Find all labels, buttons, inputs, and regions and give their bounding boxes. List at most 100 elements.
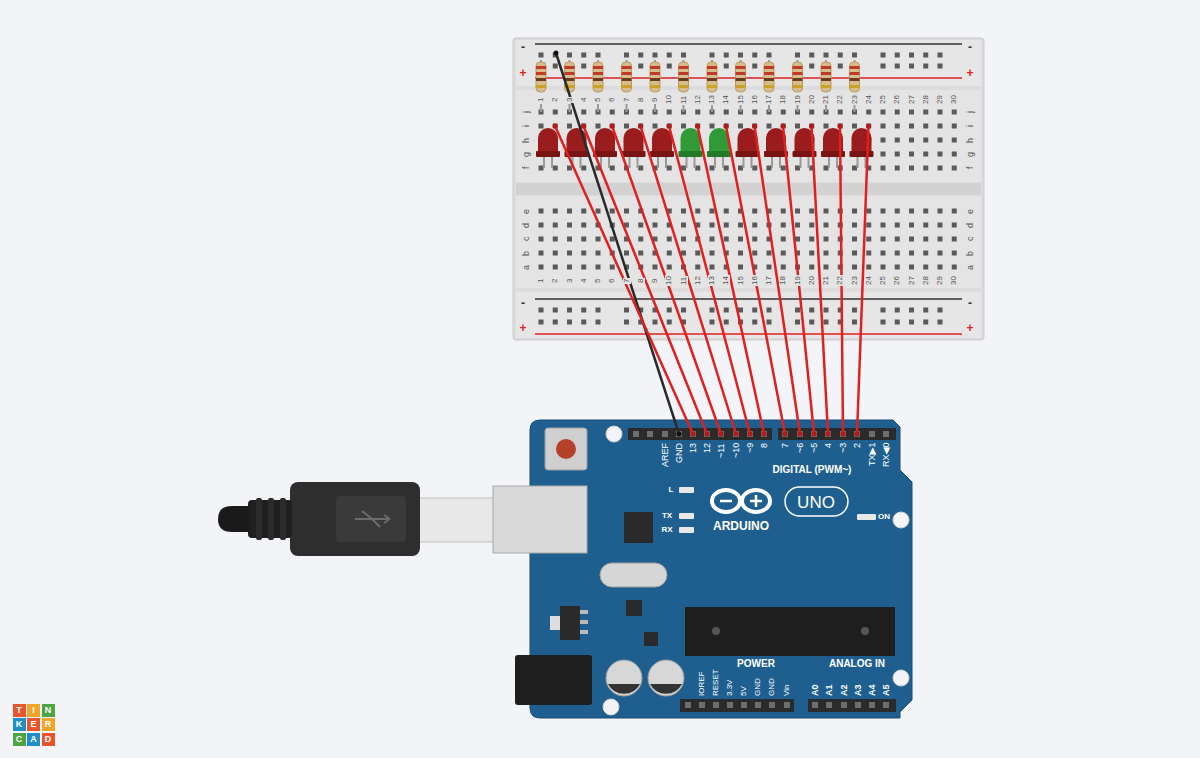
breadboard-hole bbox=[866, 209, 871, 214]
breadboard-holes bbox=[539, 53, 957, 325]
logo-letter: A bbox=[27, 733, 40, 746]
wire-end bbox=[748, 432, 753, 437]
column-number: 3 bbox=[566, 97, 574, 103]
breadboard-hole bbox=[638, 166, 643, 171]
rail-hole bbox=[752, 64, 757, 69]
rail-hole bbox=[838, 53, 843, 58]
led-leg bbox=[657, 156, 659, 168]
column-number: 28 bbox=[922, 276, 930, 287]
logo-letter: C bbox=[13, 733, 26, 746]
column-number: 9 bbox=[651, 97, 659, 103]
column-number: 22 bbox=[836, 276, 844, 287]
breadboard-hole bbox=[866, 124, 871, 129]
breadboard-hole bbox=[866, 237, 871, 242]
pin-label: ~11 bbox=[717, 443, 726, 458]
breadboard-hole bbox=[752, 223, 757, 228]
row-letter: d bbox=[522, 222, 531, 227]
pin-label: ~6 bbox=[796, 443, 805, 453]
column-number: 10 bbox=[665, 95, 673, 106]
column-number: 25 bbox=[879, 95, 887, 106]
column-number: 5 bbox=[594, 278, 602, 284]
breadboard-hole bbox=[824, 223, 829, 228]
resistor-band bbox=[622, 78, 632, 81]
rail-hole bbox=[624, 53, 629, 58]
breadboard-hole bbox=[923, 251, 928, 256]
breadboard-hole bbox=[695, 124, 700, 129]
column-number: 8 bbox=[637, 97, 645, 103]
breadboard-hole bbox=[752, 209, 757, 214]
header-pin bbox=[633, 431, 639, 437]
logo-letter: D bbox=[42, 733, 55, 746]
breadboard-hole bbox=[909, 209, 914, 214]
header-title: DIGITAL (PWM~) bbox=[773, 465, 852, 475]
resistor-band bbox=[793, 72, 803, 75]
column-number: 21 bbox=[822, 276, 830, 287]
breadboard-hole bbox=[653, 223, 658, 228]
breadboard-hole bbox=[824, 124, 829, 129]
breadboard-hole bbox=[923, 223, 928, 228]
led-leg bbox=[543, 156, 545, 168]
resistor-band bbox=[593, 72, 603, 75]
logo-letter: N bbox=[42, 704, 55, 717]
breadboard-hole bbox=[724, 223, 729, 228]
resistor-band bbox=[593, 66, 603, 69]
rail-hole bbox=[809, 64, 814, 69]
breadboard-hole bbox=[553, 166, 558, 171]
breadboard-hole bbox=[539, 209, 544, 214]
resistor-band bbox=[764, 66, 774, 69]
breadboard-hole bbox=[567, 166, 572, 171]
logo-letter: T bbox=[13, 704, 26, 717]
breadboard-hole bbox=[724, 209, 729, 214]
breadboard-hole bbox=[795, 209, 800, 214]
breadboard-hole bbox=[638, 110, 643, 115]
arduino-logo-signs bbox=[720, 495, 762, 507]
breadboard-hole bbox=[638, 124, 643, 129]
breadboard-hole bbox=[553, 209, 558, 214]
column-number: 14 bbox=[722, 276, 730, 287]
power-rail bbox=[516, 40, 981, 86]
model-name: UNO bbox=[797, 494, 835, 511]
breadboard-hole bbox=[852, 124, 857, 129]
resistor-lead bbox=[597, 104, 599, 112]
rail-sign: + bbox=[966, 67, 973, 79]
capacitor bbox=[648, 660, 684, 696]
breadboard-hole bbox=[866, 251, 871, 256]
header-pin bbox=[755, 702, 761, 708]
rail-hole bbox=[553, 320, 558, 325]
column-number: 6 bbox=[608, 278, 616, 284]
chip-notch bbox=[712, 627, 720, 635]
pin-label: AREF bbox=[661, 443, 670, 467]
usb-b-socket bbox=[493, 486, 587, 553]
rail-hole bbox=[809, 53, 814, 58]
usb-ridge bbox=[268, 498, 274, 540]
column-number: 22 bbox=[836, 95, 844, 106]
header-pin bbox=[699, 702, 705, 708]
resistor-band bbox=[821, 85, 831, 88]
pin-label: ~5 bbox=[810, 443, 819, 453]
breadboard-hole bbox=[567, 124, 572, 129]
header-pin bbox=[761, 431, 767, 437]
header-pin bbox=[883, 702, 889, 708]
terminal-strip bbox=[516, 90, 981, 182]
rail-hole bbox=[752, 320, 757, 325]
breadboard-hole bbox=[881, 251, 886, 256]
column-number: 14 bbox=[722, 95, 730, 106]
pin-label: A3 bbox=[854, 684, 863, 696]
rail-hole bbox=[553, 308, 558, 313]
header-pin bbox=[811, 431, 817, 437]
breadboard-hole bbox=[781, 223, 786, 228]
rail-hole bbox=[539, 308, 544, 313]
breadboard-hole bbox=[881, 138, 886, 143]
chip-notch bbox=[861, 627, 869, 635]
led-label: ON bbox=[878, 513, 890, 521]
breadboard-hole bbox=[881, 237, 886, 242]
resistor-body bbox=[764, 62, 774, 92]
row-letter: c bbox=[966, 237, 975, 242]
led-leg bbox=[551, 156, 553, 168]
header-pin bbox=[840, 431, 846, 437]
resistor-band bbox=[593, 78, 603, 81]
resistor-lead bbox=[654, 104, 656, 112]
breadboard-hole bbox=[852, 209, 857, 214]
rail-hole bbox=[824, 308, 829, 313]
breadboard-hole bbox=[895, 124, 900, 129]
